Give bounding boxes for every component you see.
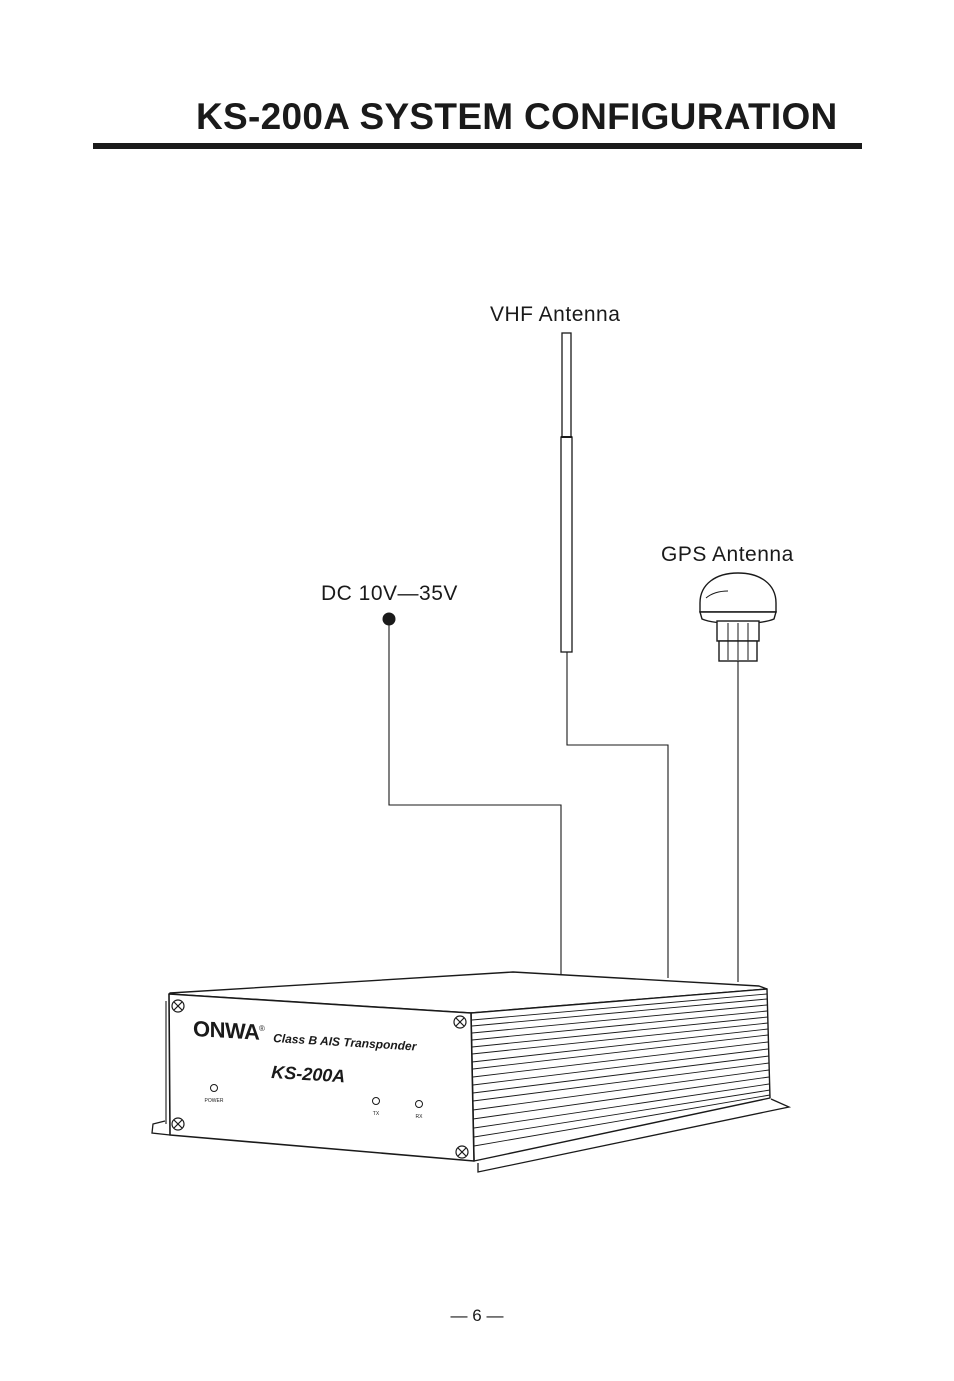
gps-antenna-label: GPS Antenna — [661, 543, 794, 566]
page-title: KS-200A SYSTEM CONFIGURATION — [196, 96, 838, 137]
screw-icon — [171, 999, 185, 1013]
dc-power-cable — [388, 619, 562, 977]
device-front-face — [168, 993, 475, 1162]
registered-mark: ® — [259, 1024, 265, 1033]
led-tx-label: TX — [373, 1111, 380, 1117]
led-power-label: POWER — [205, 1098, 224, 1104]
corner-screws — [171, 999, 469, 1159]
dc-power-terminal-icon — [382, 612, 396, 626]
led-power-icon — [210, 1084, 218, 1092]
screw-icon — [455, 1145, 469, 1159]
led-tx: TX — [372, 1097, 380, 1117]
led-power: POWER — [205, 1084, 224, 1104]
screw-icon — [453, 1015, 467, 1029]
title-rule — [93, 143, 862, 149]
led-rx-label: RX — [416, 1114, 424, 1120]
right-mounting-flange — [477, 1098, 792, 1173]
gps-antenna-icon — [699, 572, 777, 662]
dc-power-label: DC 10V—35V — [321, 582, 458, 605]
heat-sink-fins — [471, 993, 771, 1147]
cables — [388, 619, 739, 982]
led-tx-icon — [372, 1097, 380, 1105]
page-number: — 6 — — [450, 1306, 504, 1325]
left-mounting-flange — [151, 1120, 171, 1136]
vhf-antenna-cable — [566, 652, 669, 978]
device-model: KS-200A — [271, 1062, 346, 1086]
vhf-antenna-icon — [560, 332, 573, 653]
led-rx-icon — [415, 1100, 423, 1108]
led-rx: RX — [415, 1100, 424, 1120]
ks-200a-transponder-device: ONWA ® Class B AIS Transponder KS-200A P… — [151, 971, 792, 1173]
brand-logo: ONWA — [193, 1016, 260, 1045]
vhf-antenna-label: VHF Antenna — [490, 303, 620, 326]
screw-icon — [171, 1117, 185, 1131]
